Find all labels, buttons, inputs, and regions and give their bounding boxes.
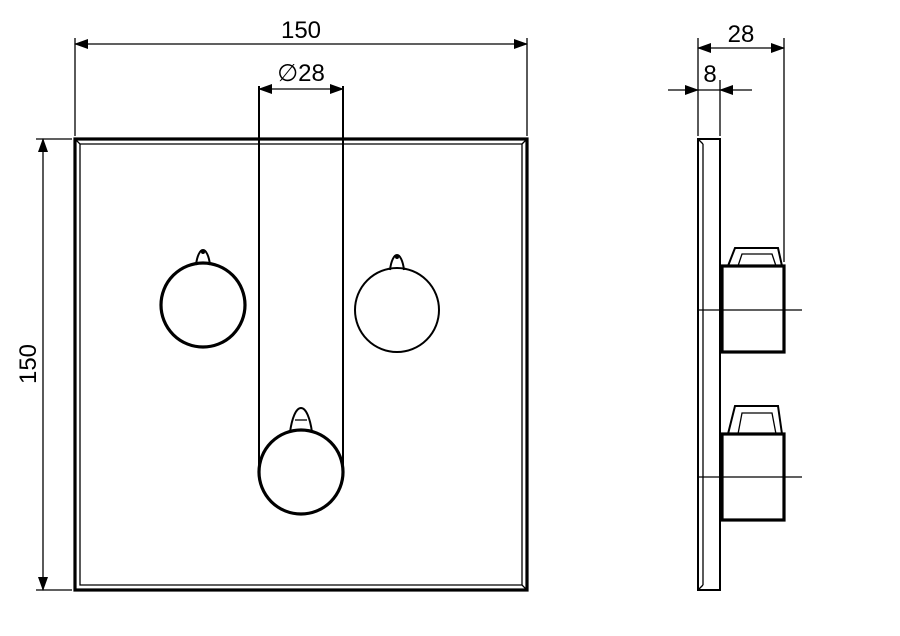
depth-label: 28 (728, 21, 755, 48)
plate-profile (697, 138, 721, 591)
front-view: 150 ∅28 150 (15, 17, 529, 592)
side-view: 28 8 (668, 21, 802, 591)
depth-dimension: 28 (697, 21, 785, 262)
left-knob (159, 248, 247, 349)
width-dimension: 150 (74, 17, 528, 136)
height-label: 150 (15, 344, 42, 384)
bottom-knob (257, 406, 345, 516)
thickness-dimension: 8 (668, 61, 752, 136)
right-knob (354, 253, 440, 353)
knob-diameter-dimension: ∅28 (258, 60, 344, 94)
center-slot (258, 86, 344, 465)
cover-plate (73, 137, 529, 592)
lower-knob-profile (698, 405, 802, 522)
thickness-label: 8 (703, 61, 716, 88)
upper-knob-profile (698, 247, 802, 354)
diameter-label: ∅28 (277, 60, 325, 87)
height-dimension: 150 (15, 138, 72, 591)
width-label: 150 (281, 17, 321, 44)
